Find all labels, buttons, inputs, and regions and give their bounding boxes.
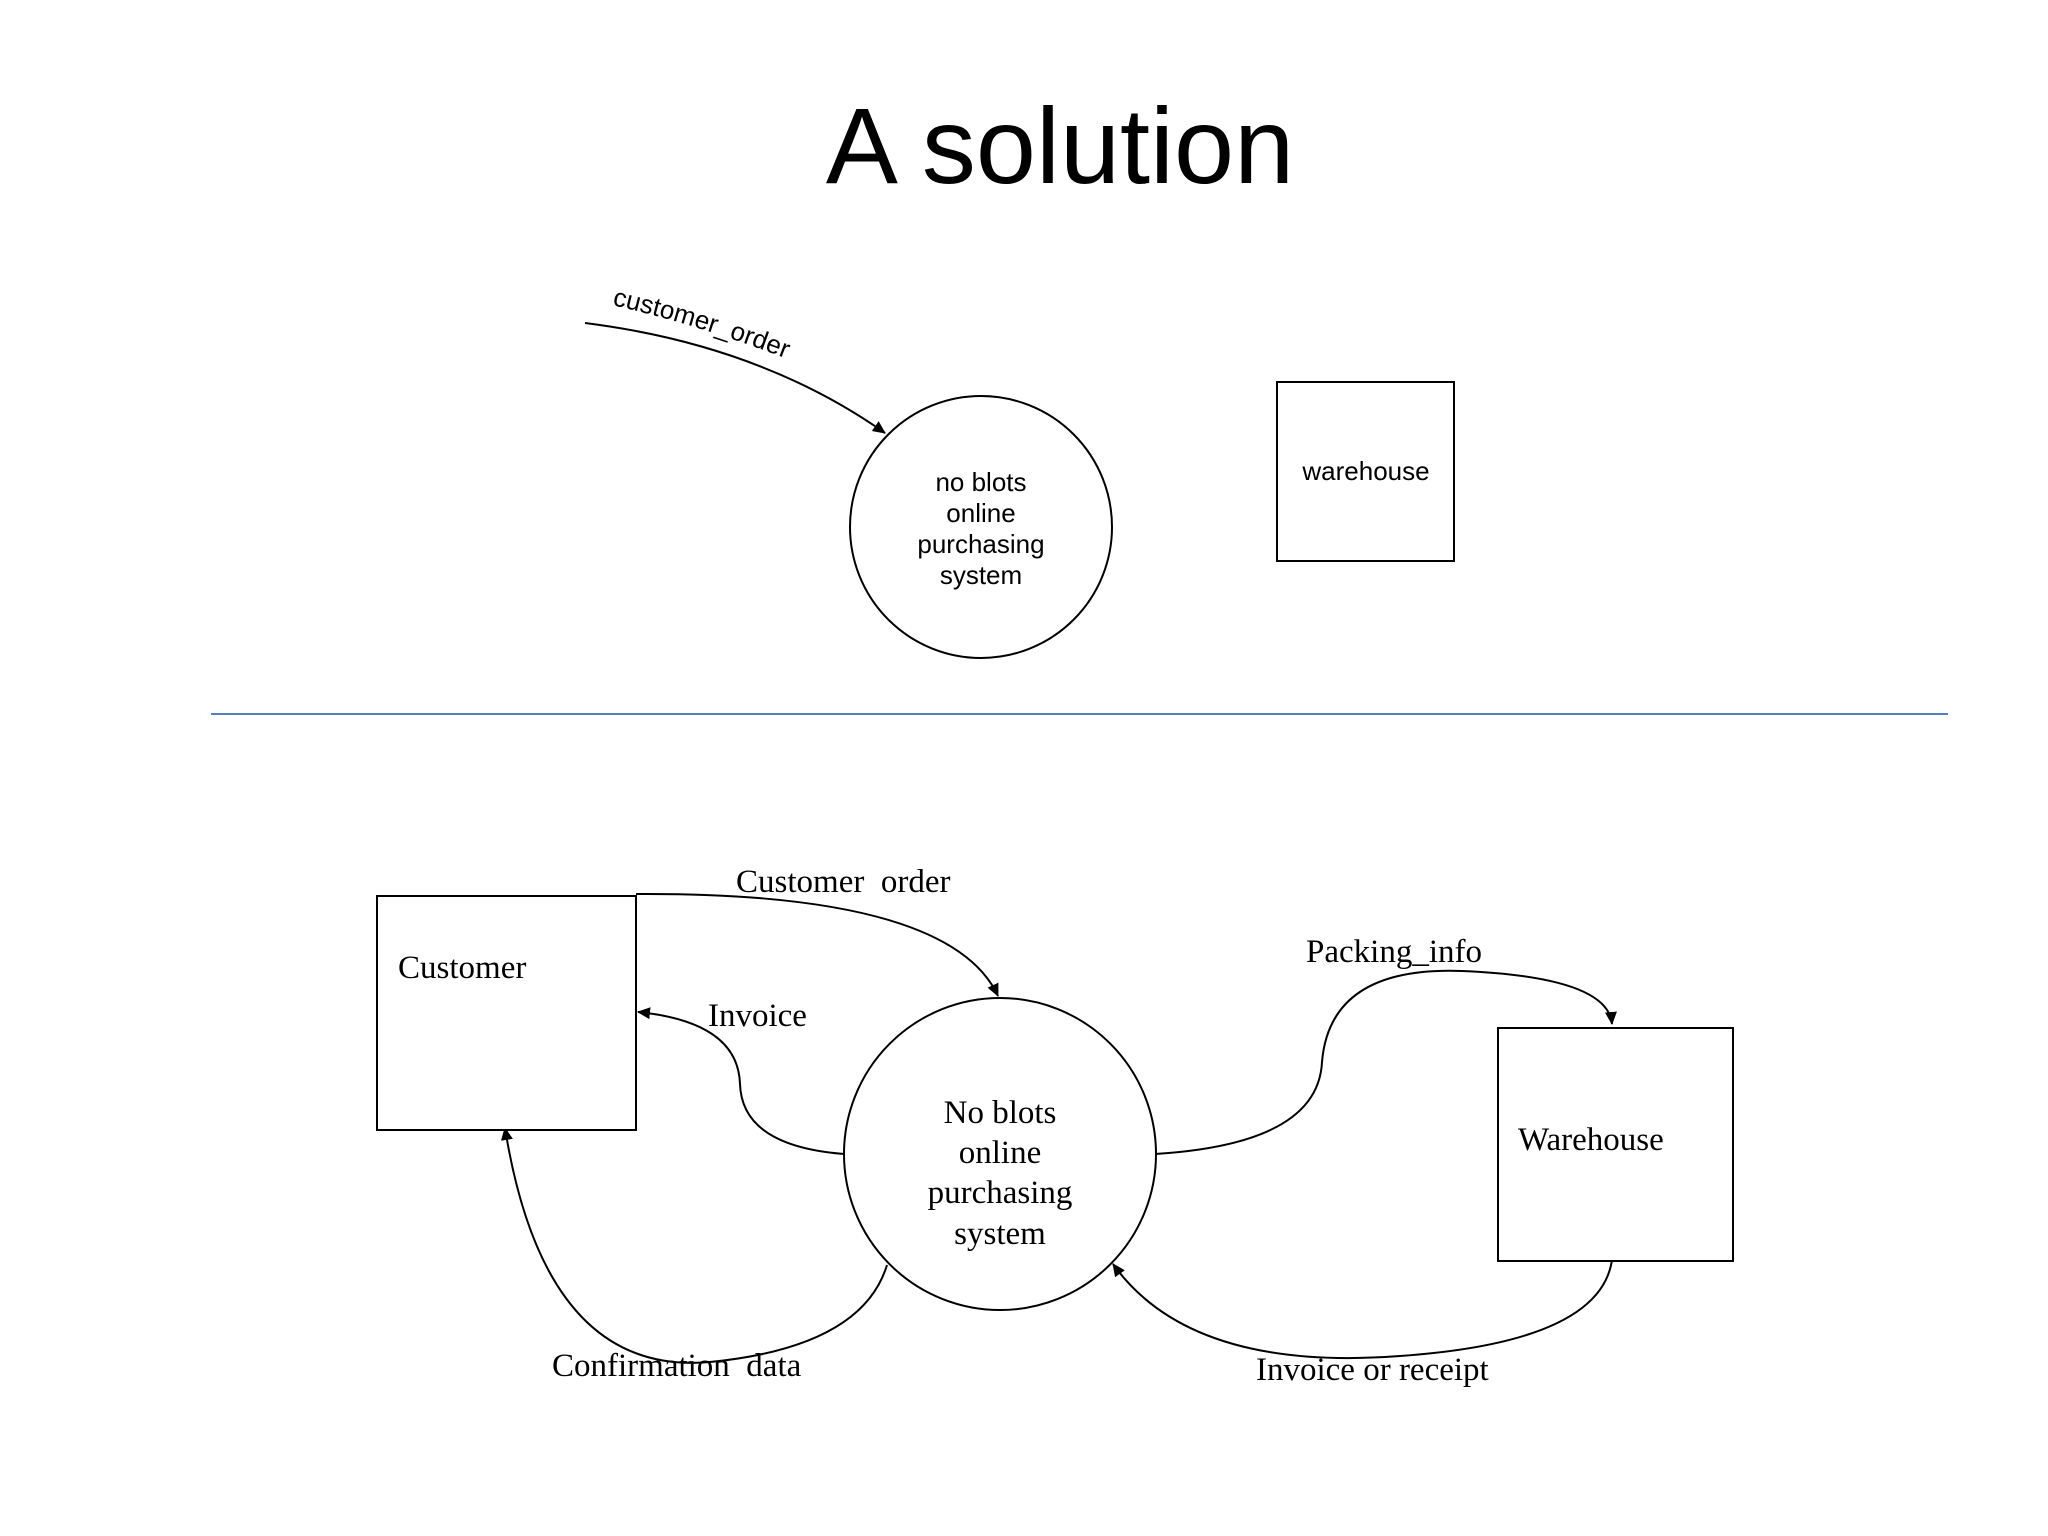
confirmation-data-label: Confirmation data xyxy=(552,1348,802,1384)
top-customer-order-flow xyxy=(584,322,886,434)
top-customer-order-label: customer_order xyxy=(611,282,795,365)
customer-order-label: Customer order xyxy=(736,864,950,900)
customer-entity-label: Customer xyxy=(398,950,526,986)
packing-info-flow xyxy=(1154,969,1617,1155)
invoice-or-receipt-flow xyxy=(1112,1259,1613,1359)
invoice-or-receipt-label: Invoice or receipt xyxy=(1256,1352,1489,1388)
customer-order-flow xyxy=(635,892,999,997)
bottom-process-circle xyxy=(843,997,1157,1311)
top-context-diagram: customer_order no blots online purchasin… xyxy=(584,282,1455,659)
top-process-label-1: no blots xyxy=(935,467,1026,497)
top-process-label-2: online xyxy=(946,498,1015,528)
bottom-dataflow-diagram: Customer order Invoice Confirmation data… xyxy=(376,864,1734,1388)
bottom-process-label-2: online xyxy=(959,1135,1041,1171)
warehouse-entity-box xyxy=(1497,1027,1734,1262)
top-process-label-3: purchasing xyxy=(917,529,1044,559)
top-process-circle xyxy=(849,395,1113,659)
invoice-flow xyxy=(637,1007,845,1155)
top-warehouse-box xyxy=(1276,381,1455,562)
packing-info-label: Packing_info xyxy=(1306,934,1482,970)
bottom-process-label-1: No blots xyxy=(944,1095,1057,1131)
slide-title: A solution xyxy=(825,85,1295,206)
bottom-process-label-3: purchasing xyxy=(928,1175,1073,1211)
top-process-label-4: system xyxy=(940,560,1022,590)
invoice-label: Invoice xyxy=(708,998,807,1034)
warehouse-entity-label: Warehouse xyxy=(1518,1122,1664,1158)
top-warehouse-label: warehouse xyxy=(1301,456,1429,486)
bottom-process-label-4: system xyxy=(954,1216,1046,1252)
customer-entity-box xyxy=(376,895,637,1131)
confirmation-data-flow xyxy=(500,1127,888,1364)
